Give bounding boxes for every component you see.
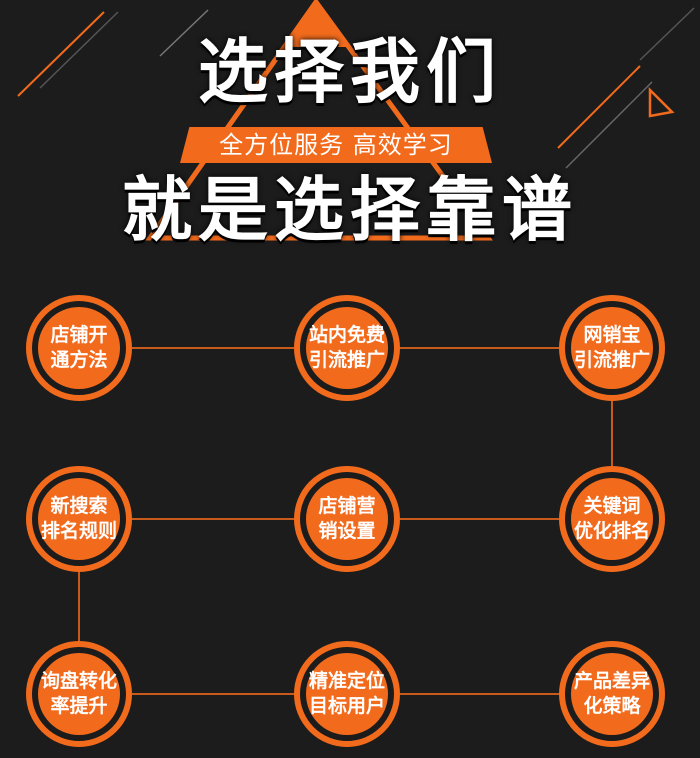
node-label: 询盘转化: [40, 670, 117, 692]
node-label: 优化排名: [573, 520, 650, 542]
node-label: 率提升: [50, 695, 108, 717]
node-shop-opening[interactable]: 店铺开 通方法: [26, 295, 132, 401]
node-wangxiaobao[interactable]: 网销宝 引流推广: [559, 295, 665, 401]
node-label: 引流推广: [573, 349, 650, 371]
deco-line: [159, 9, 209, 57]
node-label: 店铺开: [50, 324, 108, 346]
connector-lines: [78, 347, 613, 695]
deco-line: [557, 65, 641, 149]
node-label: 引流推广: [308, 349, 385, 371]
node-label: 关键词: [583, 495, 641, 517]
small-triangle-icon: [648, 86, 675, 118]
node-label: 排名规则: [40, 520, 117, 542]
title-triangle-outline: [145, 0, 493, 241]
node-label: 店铺营: [318, 495, 376, 517]
node-product-differentiation[interactable]: 产品差异 化策略: [559, 641, 665, 747]
deco-line: [39, 11, 119, 89]
node-label: 销设置: [318, 520, 376, 542]
node-inquiry-conversion[interactable]: 询盘转化 率提升: [26, 641, 132, 747]
main-title: 选择我们: [198, 30, 502, 113]
node-target-users[interactable]: 精准定位 目标用户: [294, 641, 400, 747]
node-label: 通方法: [50, 349, 108, 371]
node-label: 新搜索: [50, 495, 108, 517]
node-keyword-optimization[interactable]: 关键词 优化排名: [559, 466, 665, 572]
node-label: 产品差异: [573, 670, 650, 692]
deco-line: [17, 11, 105, 97]
node-label: 站内免费: [308, 324, 385, 346]
node-free-traffic[interactable]: 站内免费 引流推广: [294, 295, 400, 401]
node-marketing-settings[interactable]: 店铺营 销设置: [294, 466, 400, 572]
title-triangle-tip: [284, 2, 348, 47]
node-label: 目标用户: [308, 695, 385, 717]
node-label: 化策略: [583, 695, 641, 717]
slogan-banner: 全方位服务 高效学习: [180, 127, 492, 163]
deco-line: [639, 7, 695, 61]
sub-title: 就是选择靠谱: [122, 168, 578, 251]
node-label: 网销宝: [583, 324, 641, 346]
node-label: 精准定位: [308, 670, 385, 692]
node-search-ranking[interactable]: 新搜索 排名规则: [26, 466, 132, 572]
deco-line: [565, 81, 653, 169]
